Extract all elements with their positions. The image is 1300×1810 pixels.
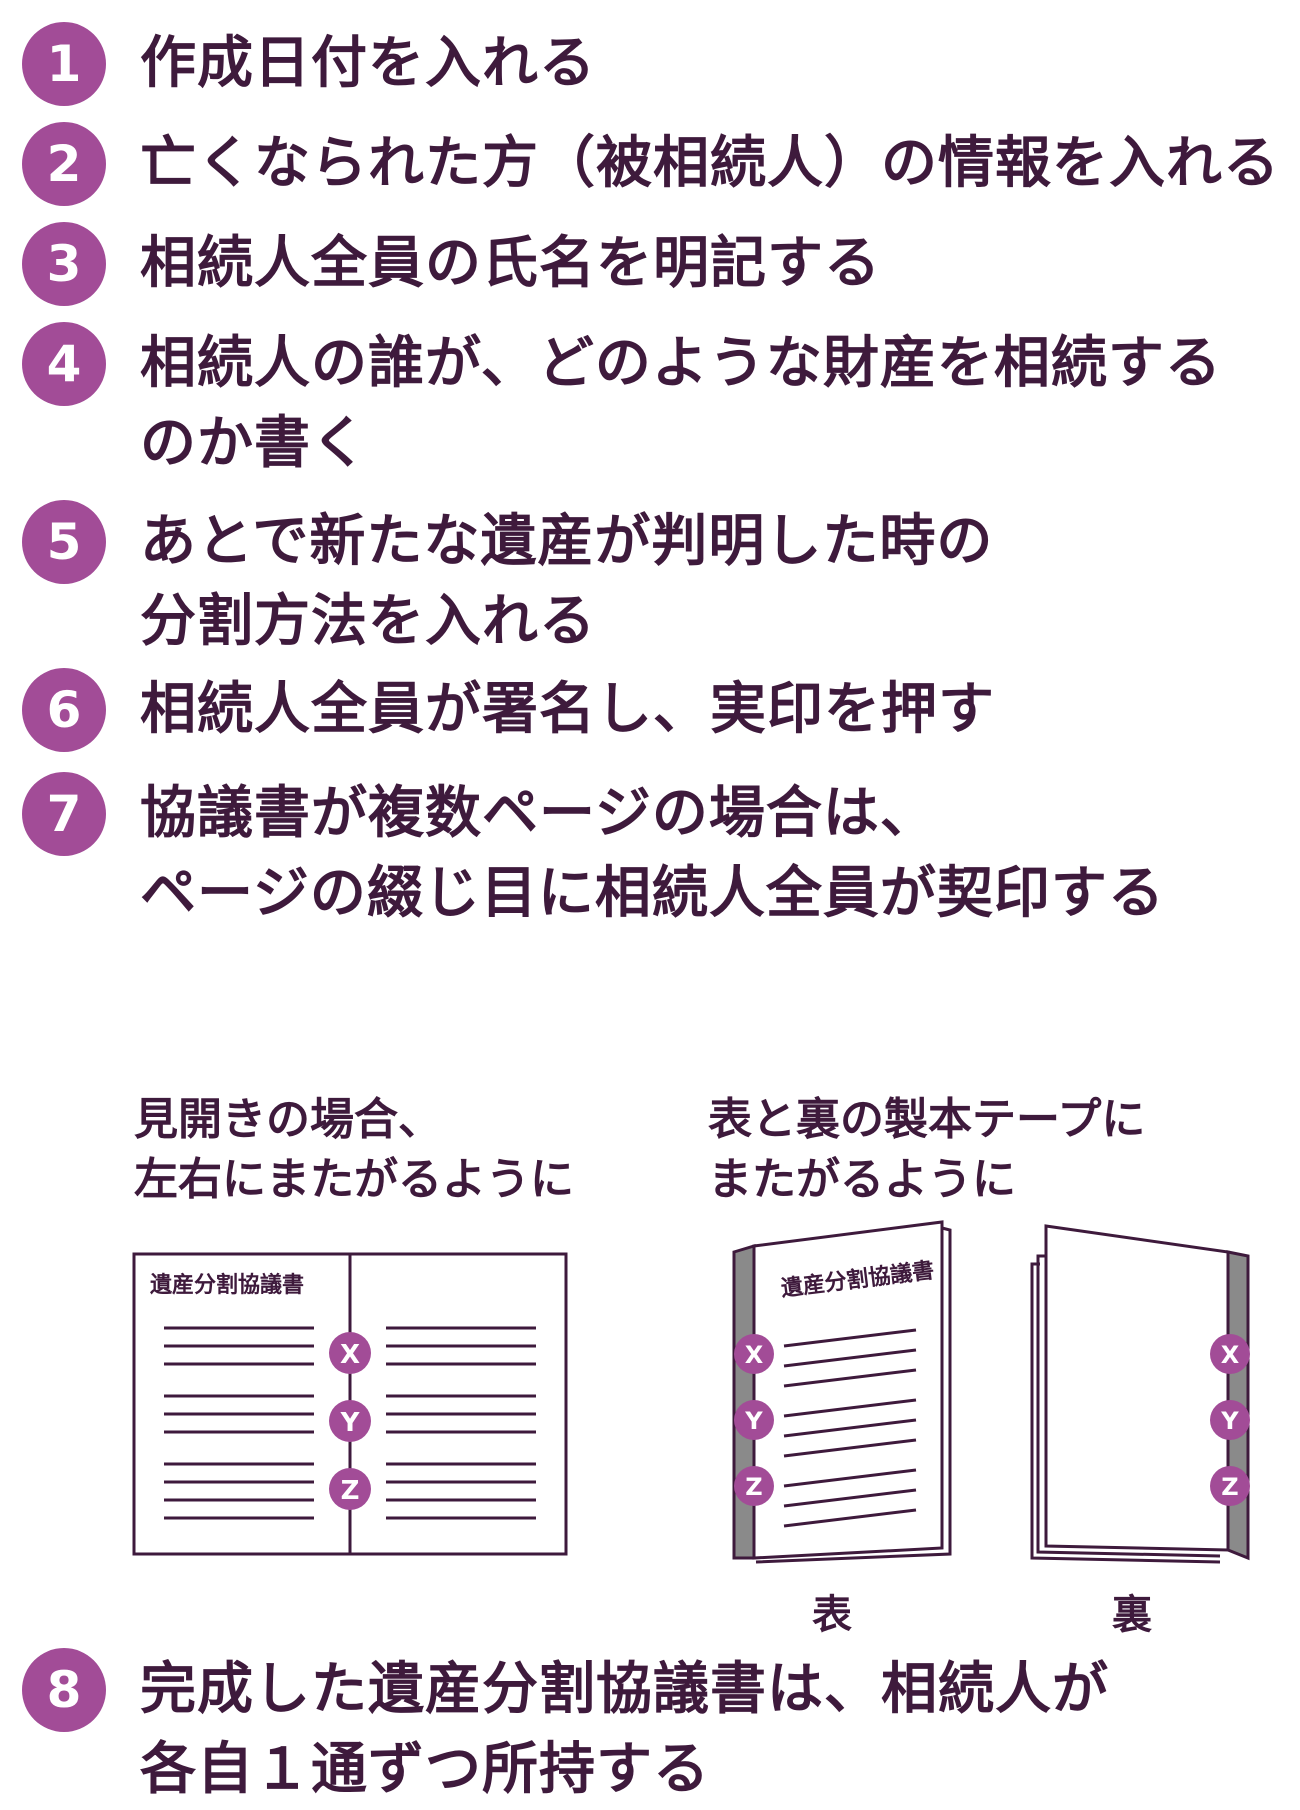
seal-y: Y	[329, 1400, 371, 1442]
label-front: 表	[812, 1592, 852, 1638]
bound-back-illustration: X Y Z	[1030, 1224, 1250, 1564]
svg-text:Z: Z	[341, 1476, 360, 1506]
step-text: 相続人の誰が、どのような財産を相続する のか書く	[140, 331, 1222, 476]
seal-x: X	[734, 1334, 774, 1374]
svg-text:X: X	[1221, 1341, 1240, 1369]
step-text: 相続人全員が署名し、実印を押す	[140, 677, 995, 742]
bound-front-illustration: 遺産分割協議書 X Y Z	[732, 1220, 952, 1564]
step-text: 作成日付を入れる	[140, 31, 596, 96]
seal-z: Z	[329, 1468, 371, 1510]
seal-y: Y	[734, 1400, 774, 1440]
caption-tape: 表と裏の製本テープに またがるように	[708, 1094, 1146, 1205]
seal-x: X	[1210, 1334, 1250, 1374]
step-number-badge: 2	[22, 122, 106, 206]
open-spread-illustration: 遺産分割協議書 X Y Z	[132, 1252, 568, 1556]
step-number-badge: 4	[22, 322, 106, 406]
svg-text:Y: Y	[744, 1407, 763, 1435]
step-number-badge: 8	[22, 1648, 106, 1732]
svg-text:X: X	[340, 1340, 360, 1370]
svg-text:Z: Z	[745, 1473, 762, 1501]
seal-z: Z	[734, 1466, 774, 1506]
step-number-badge: 7	[22, 772, 106, 856]
step-text: 協議書が複数ページの場合は、 ページの綴じ目に相続人全員が契印する	[140, 781, 1165, 926]
step-number-badge: 3	[22, 222, 106, 306]
doc-title: 遺産分割協議書	[150, 1272, 304, 1298]
step-text: 亡くなられた方（被相続人）の情報を入れる	[140, 131, 1280, 196]
step-number-badge: 1	[22, 22, 106, 106]
svg-text:Y: Y	[1220, 1407, 1239, 1435]
label-back: 裏	[1112, 1592, 1152, 1638]
step-text: あとで新たな遺産が判明した時の 分割方法を入れる	[140, 509, 994, 654]
seal-y: Y	[1210, 1400, 1250, 1440]
seal-z: Z	[1210, 1466, 1250, 1506]
svg-text:X: X	[745, 1341, 764, 1369]
step-text: 完成した遺産分割協議書は、相続人が 各自１通ずつ所持する	[140, 1657, 1109, 1802]
step-text: 相続人全員の氏名を明記する	[140, 231, 881, 296]
seal-x: X	[329, 1332, 371, 1374]
svg-text:Y: Y	[340, 1408, 361, 1438]
svg-text:Z: Z	[1221, 1473, 1238, 1501]
step-number-badge: 6	[22, 668, 106, 752]
caption-spread: 見開きの場合、 左右にまたがるように	[134, 1094, 574, 1205]
step-number-badge: 5	[22, 500, 106, 584]
